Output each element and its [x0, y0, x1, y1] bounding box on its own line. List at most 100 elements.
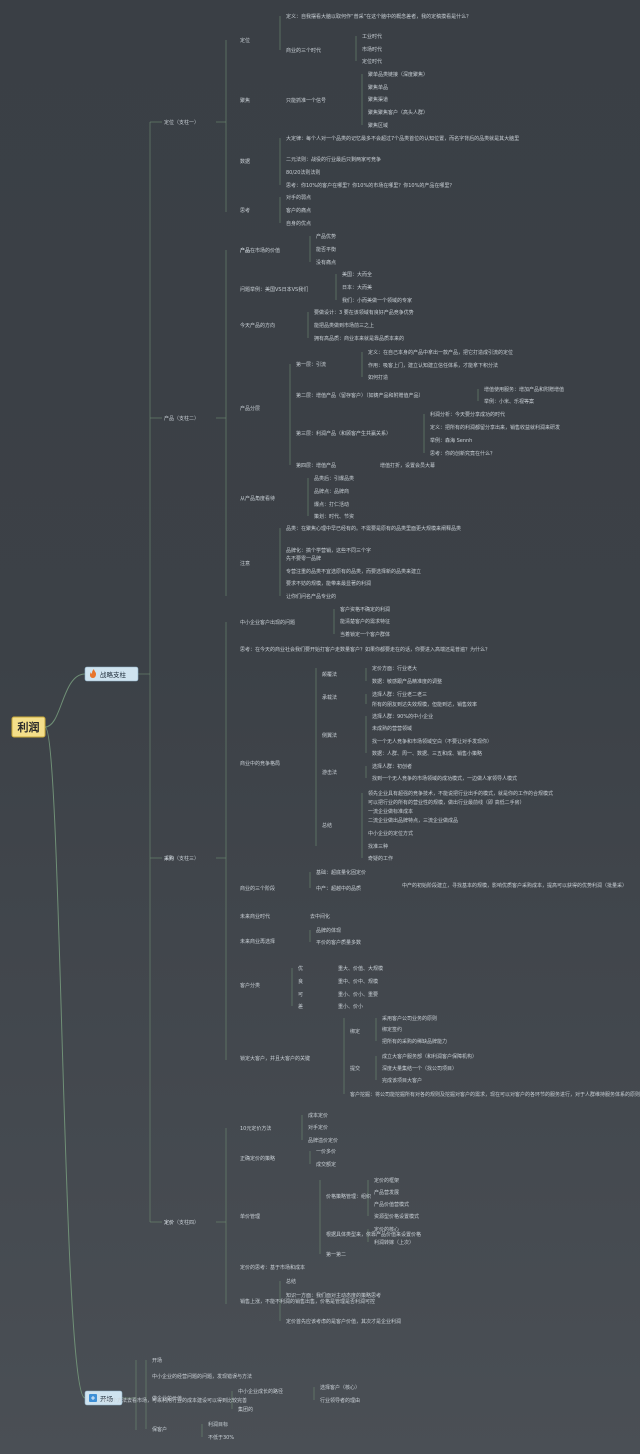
node-text[interactable]: 成交额定 [316, 1161, 336, 1168]
node-text[interactable]: 思考：在今天的商业社会我们要开始打客户走数量客户？如果你都要走在的话，你要进入高… [240, 646, 490, 653]
node-text[interactable]: 产品营发展 [374, 1189, 399, 1196]
node-text[interactable]: 差 [298, 1003, 303, 1010]
node-text[interactable]: 产品价值营模式 [374, 1201, 409, 1208]
node-text[interactable]: 正确定价的策略 [240, 1155, 275, 1162]
node-text[interactable]: 重中、价中、规模 [338, 978, 378, 985]
node-text[interactable]: 重大、价值、大规模 [338, 965, 383, 972]
node-text[interactable]: 第一第二 [326, 1251, 346, 1258]
node-text[interactable]: 把所有的采购的稀缺品牌能力 [382, 1038, 447, 1045]
node-text[interactable]: 今天产品的方向 [240, 322, 275, 329]
node-text[interactable]: 商业的三个时代 [286, 47, 321, 54]
node-text[interactable]: 客户的痛点 [286, 207, 311, 214]
node-text[interactable]: 客户资格不确定的利润 [340, 606, 390, 613]
node-text[interactable]: 增值打折，设置会员大幕 [380, 462, 435, 469]
node-text[interactable]: 当着锁定一个客户群体 [340, 631, 390, 638]
node-text[interactable]: 定价 [164, 1219, 174, 1226]
pillar-label-0[interactable]: 定位（支柱一） [164, 119, 199, 126]
node-text[interactable]: 定义：把所有的利润都留分享出来，销售收益就利润来研发 [430, 424, 560, 431]
node-text[interactable]: 从产品角度看待 [240, 495, 275, 502]
node-text[interactable]: 价格策略管理：组织 [326, 1193, 371, 1200]
node-text[interactable]: 优 [298, 965, 303, 972]
node-text[interactable]: 利润目标 [208, 1421, 228, 1428]
node-text[interactable]: 所有的朋友到达失效规模，但能到达，销售效率 [372, 701, 477, 708]
node-text[interactable]: 提交 [350, 1065, 360, 1072]
node-text[interactable]: 要做设计：3 要在该领域有良好产品竞争优势 [314, 309, 414, 316]
node-text[interactable]: 成本定价 [308, 1112, 328, 1119]
node-text[interactable]: 产品在市场的价值 [240, 247, 280, 254]
node-text[interactable]: 品牌溢价定价 [308, 1137, 338, 1144]
node-text[interactable]: 聚焦聚焦客户（高头人群） [368, 109, 428, 116]
node-text[interactable]: 聚单品类链接（深度聚焦） [368, 71, 428, 78]
node-text[interactable]: 可以把行业的所有的营业性的规模，做出行业最前线（即 高低二手房） [368, 799, 525, 806]
node-text[interactable]: 注意 [240, 560, 250, 567]
node-text[interactable]: 成立大客户服务部（和利润客户保障机构） [382, 1053, 477, 1060]
node-text[interactable]: 中小企业的定位方式 [368, 830, 413, 837]
node-text[interactable]: 做企业的价值 [152, 1395, 182, 1402]
node-text[interactable]: 承载法 [322, 694, 337, 701]
node-text[interactable]: 采购 [164, 855, 174, 862]
root-node[interactable] [11, 716, 46, 738]
node-text[interactable]: 一价多价 [316, 1148, 336, 1155]
node-text[interactable]: 10元定价方法 [240, 1125, 271, 1132]
node-text[interactable]: 举例：森海 Sennh [430, 437, 472, 444]
node-text[interactable]: 数据：敏感跟产品精准度的调整 [372, 678, 442, 685]
node-text[interactable]: 找到一个无人竞争的市场领域的成功模式，一边做人家领导人模式 [372, 775, 517, 782]
node-text[interactable]: 深度大量集结一个（找公司项目） [382, 1065, 457, 1072]
node-text[interactable]: 基础：超底量化固定价 [316, 869, 366, 876]
node-text[interactable]: 思考：你10%的客户在哪里？你10%的市场在哪里？你10%的产品在哪里？ [286, 182, 454, 189]
node-text[interactable]: 颠覆法 [322, 671, 337, 678]
node-text[interactable]: 能清楚客户的需求特征 [340, 618, 390, 625]
node-text[interactable]: 第一层：引流 [296, 361, 326, 368]
node-text[interactable]: 第四层：增值产品 [296, 462, 336, 469]
node-text[interactable]: 自身的优点 [286, 220, 311, 227]
node-text[interactable]: 第三层：利润产品（和顾客产生共赢关系） [296, 430, 391, 437]
node-text[interactable]: 不低于30% [208, 1434, 234, 1441]
node-text[interactable]: 绑定签约 [382, 1026, 402, 1033]
node-text[interactable]: 可 [298, 992, 303, 998]
node-text[interactable]: 聚焦区域 [368, 122, 388, 129]
node-text[interactable]: 保客户 [152, 1426, 167, 1433]
node-text[interactable]: 重小、价小、重要 [338, 991, 378, 998]
node-text[interactable]: 资源型价格设置模式 [374, 1213, 419, 1220]
node-text[interactable]: 选择人群：行业老二老三 [372, 691, 427, 698]
node-text[interactable]: 绑定 [350, 1028, 360, 1035]
node-text[interactable]: 销售上涨，不能不利润的销售出售，价格是管理是否利润可控 [240, 1298, 375, 1305]
node-text[interactable]: 总结 [286, 1278, 296, 1285]
node-text[interactable]: 中小企业的经营问题的问题，发现错误与方法 [152, 1373, 252, 1380]
node-text[interactable]: 未来商业时代 [240, 913, 270, 920]
node-text[interactable]: 侧翼法 [322, 732, 337, 739]
node-text[interactable]: 品牌点：品牌商 [314, 488, 349, 495]
node-text[interactable]: 定位时代 [362, 58, 382, 65]
node-text[interactable]: 对手定价 [308, 1124, 328, 1131]
node-text[interactable]: 数据：人群、周一、数据、三五和成、销售小策略 [372, 750, 482, 757]
node-text[interactable]: 品牌的体现 [316, 927, 341, 934]
node-text[interactable]: 市场时代 [362, 46, 382, 53]
node-text[interactable]: 聚焦单品 [368, 84, 388, 91]
node-text[interactable]: 思考 [240, 208, 250, 214]
node-text[interactable]: 我们：小而美做一个领域的专家 [342, 297, 412, 304]
node-text[interactable]: 客户分类 [240, 982, 260, 989]
node-text[interactable]: 商业的三个阶段 [240, 885, 275, 892]
node-text[interactable]: 找一个无人竞争和市场领域空白（不要让对手发现你） [372, 738, 492, 745]
node-text[interactable]: 策划：时代、节资 [314, 513, 354, 520]
node-text[interactable]: 中小企业成长的路径 [238, 1388, 283, 1395]
pillar-label-3[interactable]: 定价（支柱四） [164, 1219, 199, 1226]
node-text[interactable]: 二元法则：战役的行业最后只剩两家可竞争 [286, 156, 381, 163]
node-text[interactable]: 游击法 [322, 769, 337, 776]
node-text[interactable]: 选择客户（核心） [320, 1384, 360, 1391]
node-text[interactable]: 思考：你的创新究竟在什么？ [430, 450, 495, 457]
node-text[interactable]: 没有痛点 [316, 259, 336, 266]
node-text[interactable]: 单价管理 [240, 1213, 260, 1220]
node-text[interactable]: 对手的弱点 [286, 194, 311, 201]
node-text[interactable]: 先不要零一品牌 [286, 555, 321, 562]
node-text[interactable]: 数据 [240, 158, 250, 165]
node-text[interactable]: 中产：超越中的品质 [316, 885, 361, 892]
node-text[interactable]: 聚焦 [240, 97, 250, 104]
node-text[interactable]: 爆点：打仁活动 [314, 501, 349, 508]
node-text[interactable]: 开场 [152, 1357, 162, 1364]
node-text[interactable]: 中小企业客户出现的问题 [240, 619, 295, 626]
node-text[interactable]: 品类：在聚焦心理中早已经有的。不需要是原有的品类里面更大规模来阐释品类 [286, 525, 461, 532]
node-text[interactable]: 用这个方法去看市场，可以利用行业的成本建设可以得到比较完善 [102, 1397, 247, 1404]
node-text[interactable]: 定价的思考：基于市场和成本 [240, 1264, 305, 1271]
pillar-label-2[interactable]: 采购（支柱三） [164, 855, 199, 862]
